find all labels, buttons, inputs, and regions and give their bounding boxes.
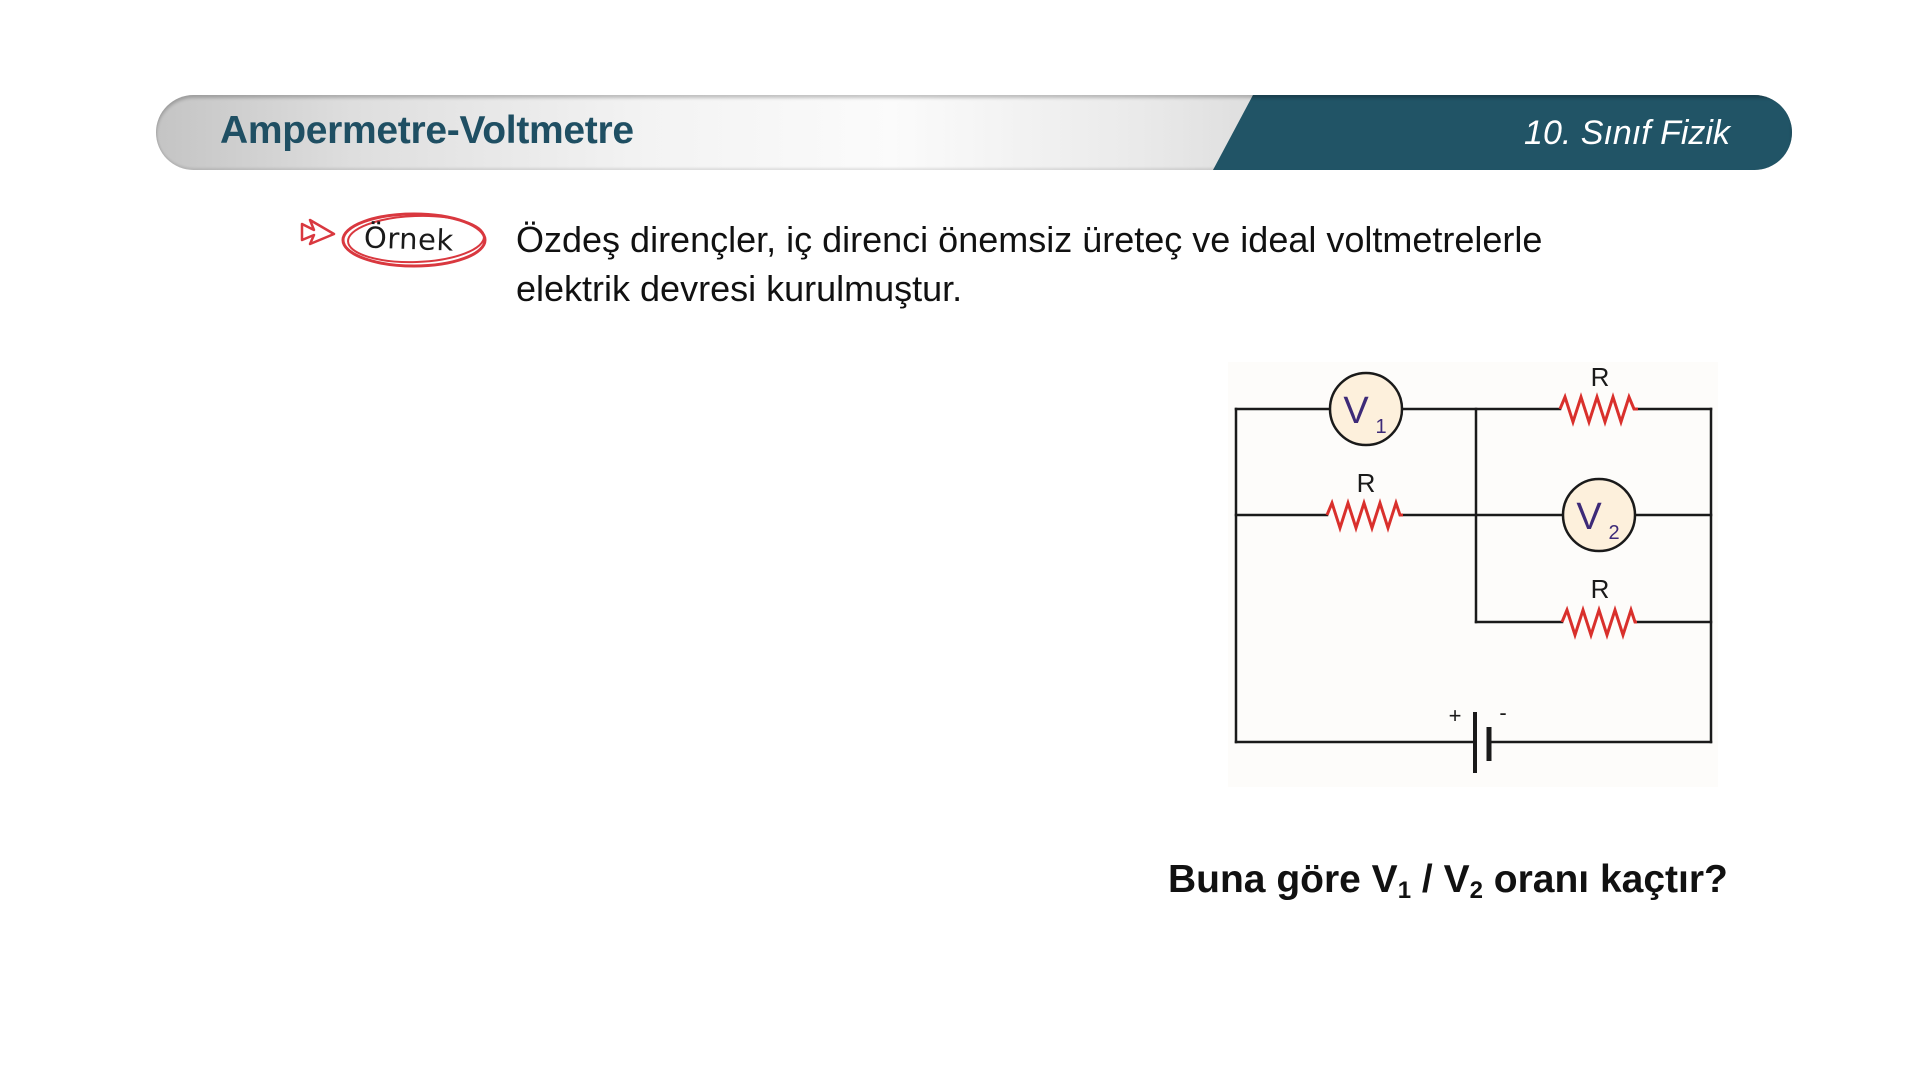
circuit-svg: R R R V 1 V 2 + -	[1234, 362, 1713, 773]
resistor-left-label: R	[1357, 468, 1376, 498]
problem-statement: Özdeş dirençler, iç direnci önemsiz üret…	[516, 215, 1716, 313]
battery-icon: + -	[1449, 700, 1507, 773]
resistor-bottom-label: R	[1591, 574, 1610, 604]
battery-plus-label: +	[1449, 703, 1462, 728]
question-sub-1: 1	[1397, 877, 1412, 904]
question-prefix: Buna göre V	[1168, 858, 1398, 901]
question-suffix: oranı kaçtır?	[1482, 858, 1728, 901]
page-title: Ampermetre-Voltmetre	[220, 109, 634, 152]
resistor-bottom	[1560, 605, 1637, 640]
question-text: Buna göre V1 / V2 oranı kaçtır?	[1168, 858, 1728, 905]
header-accent-panel: 10. Sınıf Fizik	[1213, 95, 1792, 170]
question-middle: / V	[1411, 858, 1470, 901]
header-bar: 10. Sınıf Fizik Ampermetre-Voltmetre	[156, 95, 1792, 170]
svg-text:V: V	[1576, 496, 1602, 538]
circuit-diagram: R R R V 1 V 2 + -	[1228, 362, 1718, 787]
resistor-left	[1325, 498, 1403, 533]
example-badge: Örnek	[300, 210, 490, 272]
course-label: 10. Sınıf Fizik	[1524, 114, 1730, 152]
resistor-top-label: R	[1591, 362, 1610, 392]
question-sub-2: 2	[1469, 877, 1483, 904]
example-label: Örnek	[363, 220, 455, 258]
voltmeter-v2: V 2	[1561, 477, 1637, 553]
svg-text:V: V	[1343, 390, 1369, 432]
resistor-top	[1558, 392, 1638, 427]
hand-drawn-arrow-ellipse-icon	[300, 212, 487, 268]
voltmeter-v1: V 1	[1328, 371, 1404, 447]
svg-text:2: 2	[1608, 522, 1619, 544]
battery-minus-label: -	[1499, 700, 1506, 725]
svg-text:1: 1	[1375, 416, 1386, 438]
problem-line-2: elektrik devresi kurulmuştur.	[516, 268, 963, 309]
problem-line-1: Özdeş dirençler, iç direnci önemsiz üret…	[516, 219, 1543, 260]
